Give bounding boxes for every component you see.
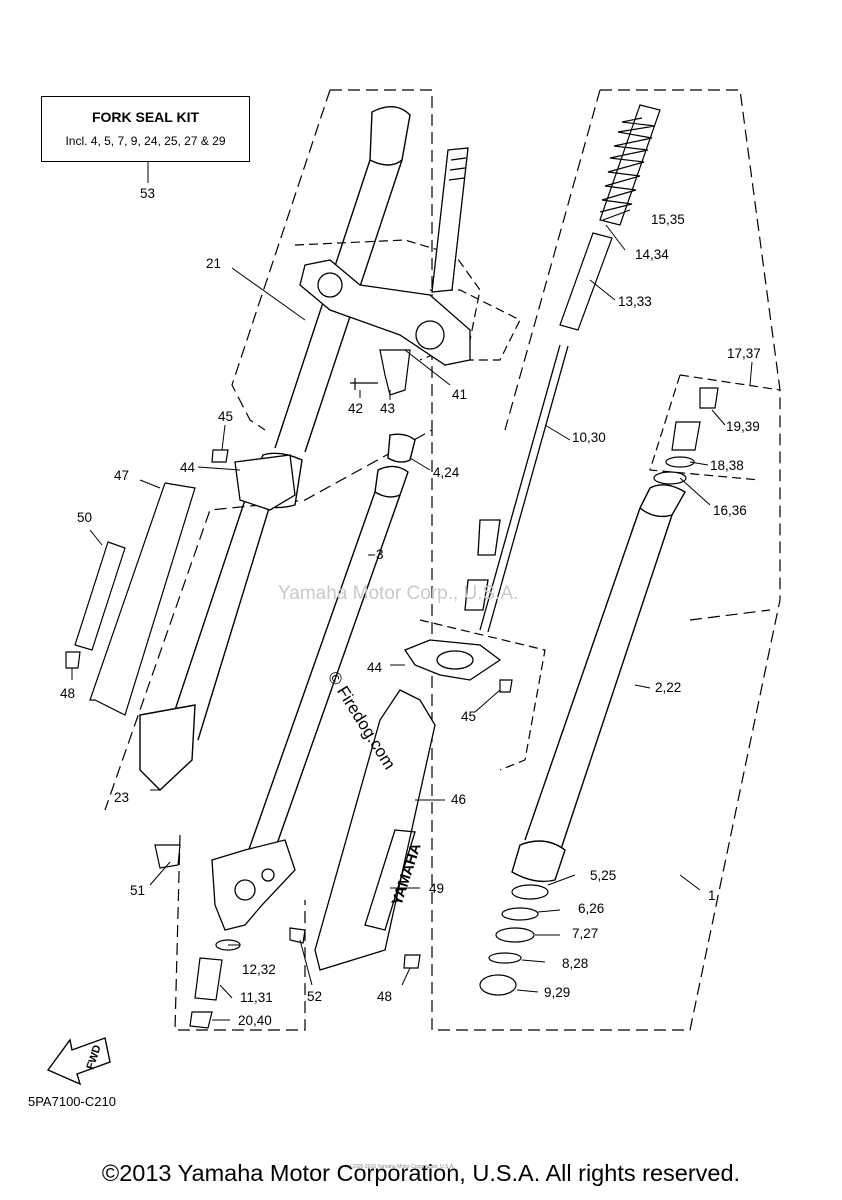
callout-43: 43 <box>380 401 396 416</box>
callout-45-upper: 45 <box>218 409 234 424</box>
callout-6-26: 6,26 <box>578 901 605 916</box>
callout-9-29: 9,29 <box>544 985 571 1000</box>
callout-3: 3 <box>376 547 384 562</box>
copyright-notice: ©2013 Yamaha Motor Corporation, U.S.A. A… <box>101 1160 741 1186</box>
callout-48-left: 48 <box>60 686 76 701</box>
callout-46: 46 <box>451 792 467 807</box>
seal-stack <box>479 884 549 996</box>
outer-tube-assembly <box>139 106 411 791</box>
callout-4-24: 4,24 <box>433 465 460 480</box>
diagram-part-code: 5PA7100-C210 <box>28 1094 116 1109</box>
bolts <box>65 449 513 969</box>
callout-53: 53 <box>140 186 156 201</box>
clamp-44-left <box>234 454 296 511</box>
assembly-boundary-left <box>104 89 433 1031</box>
spacer-13 <box>559 232 613 331</box>
kit-title: FORK SEAL KIT <box>91 109 200 125</box>
callout-1: 1 <box>708 888 716 903</box>
callout-12-32: 12,32 <box>242 962 276 977</box>
steering-stem <box>431 147 469 293</box>
bracket-43 <box>350 349 411 396</box>
callout-14-34: 14,34 <box>635 247 669 262</box>
outer-tube-right <box>511 484 686 883</box>
callout-45-lower: 45 <box>461 709 477 724</box>
callout-11-31: 11,31 <box>240 990 273 1005</box>
callout-42: 42 <box>348 401 364 416</box>
lower-clamp <box>404 639 502 681</box>
watermark: Yamaha Motor Corp., U.S.A. <box>278 583 519 604</box>
callout-7-27: 7,27 <box>572 926 599 941</box>
fork-guard <box>314 689 436 971</box>
fork-seal-kit-box: FORK SEAL KIT Incl. 4, 5, 7, 9, 24, 25, … <box>41 96 250 162</box>
callout-8-28: 8,28 <box>562 956 589 971</box>
callout-13-33: 13,33 <box>618 294 652 309</box>
callout-23: 23 <box>114 790 130 805</box>
callout-20-40: 20,40 <box>238 1013 272 1028</box>
guard-plate-47 <box>89 482 196 716</box>
cap-bolt-assembly <box>653 387 719 485</box>
leader-lines <box>71 162 753 1021</box>
callout-52: 52 <box>307 989 323 1004</box>
fine-print: (c) 2005-2016 Yamaha Motor Corporation, … <box>345 1164 455 1170</box>
upper-triple-clamp <box>299 259 471 366</box>
inner-tube <box>247 433 416 859</box>
callout-44-right: 44 <box>367 660 383 675</box>
callout-41: 41 <box>452 387 468 402</box>
guard-plate-50 <box>74 541 126 651</box>
callout-17-37: 17,37 <box>727 346 761 361</box>
fork-spring-15 <box>599 104 661 226</box>
callout-47: 47 <box>114 468 130 483</box>
fwd-arrow-icon <box>46 1037 111 1086</box>
assembly-boundary-right <box>431 89 781 1031</box>
callout-19-39: 19,39 <box>726 419 760 434</box>
callout-2-22: 2,22 <box>655 680 682 695</box>
callout-18-38: 18,38 <box>710 458 744 473</box>
kit-includes: Incl. 4, 5, 7, 9, 24, 25, 27 & 29 <box>65 134 226 148</box>
callout-16-36: 16,36 <box>713 503 747 518</box>
callout-5-25: 5,25 <box>590 868 617 883</box>
damper-rod <box>464 344 569 633</box>
callout-49: 49 <box>429 881 445 896</box>
callout-48-right: 48 <box>377 989 393 1004</box>
lower-parts <box>189 939 241 1029</box>
callout-44-left: 44 <box>180 460 196 475</box>
axle-bracket <box>211 839 296 931</box>
callout-10-30: 10,30 <box>572 430 606 445</box>
callout-50: 50 <box>77 510 93 525</box>
callout-51: 51 <box>130 883 146 898</box>
callout-21: 21 <box>206 256 222 271</box>
callout-15-35: 15,35 <box>651 212 685 227</box>
